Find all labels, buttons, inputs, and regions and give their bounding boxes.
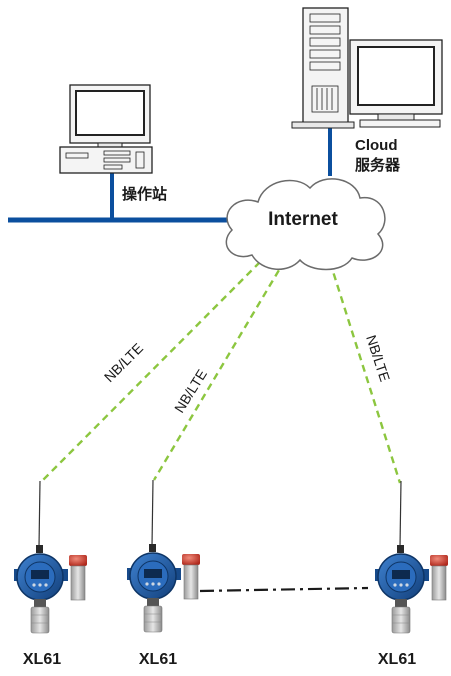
detector-label-2: XL61 [139,651,177,668]
internet-cloud: Internet [225,178,386,271]
workstation-computer [59,84,153,174]
gas-detector-3 [374,480,449,634]
server-label-line1: Cloud [355,137,398,154]
link-detector-1 [41,261,261,482]
server-label-line2: 服务器 [355,156,401,174]
workstation-label: 操作站 [122,185,167,203]
gas-detector-2 [126,479,201,633]
link-label-2: NB/LTE [171,366,210,415]
detector-label-3: XL61 [378,651,416,668]
internet-label: Internet [268,209,338,230]
gas-detector-1 [13,480,88,634]
detector-continuation-line [199,586,369,593]
detector-label-1: XL61 [23,651,61,668]
wireless-links [41,259,402,484]
link-detector-2 [152,259,287,481]
link-label-3: NB/LTE [363,333,393,384]
link-label-1: NB/LTE [101,340,146,385]
server-computer [291,7,443,129]
link-detector-3 [328,261,402,484]
